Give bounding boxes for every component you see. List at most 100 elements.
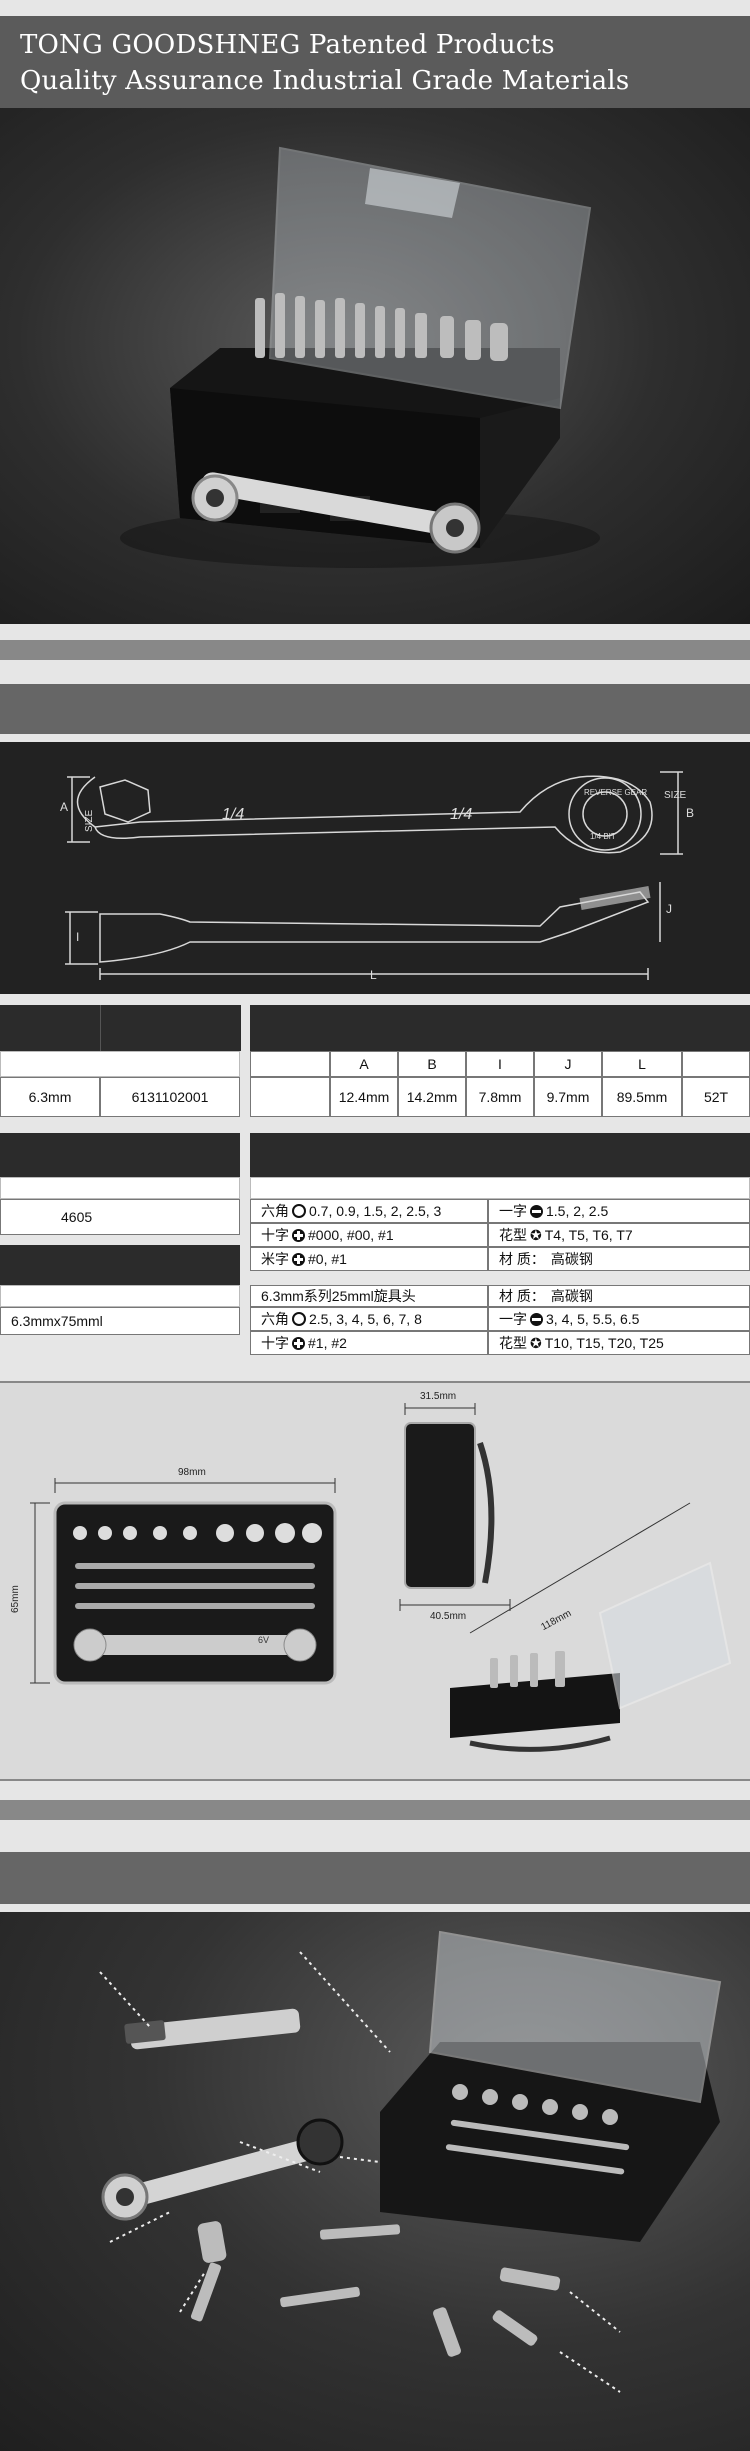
spec-header-B: B (398, 1051, 466, 1077)
spec-header-L: L (602, 1051, 682, 1077)
bit-sizes-pozidriv: #0, #1 (308, 1251, 347, 1267)
bits1-row1-right: 一字 1.5, 2, 2.5 (488, 1199, 750, 1223)
holder-header (0, 1245, 240, 1285)
bit-type-phillips: 十字 (261, 1227, 289, 1243)
bit-type-slot: 一字 (499, 1203, 527, 1219)
dimension-panel: 98mm 65mm 31.5mm 40.5mm 118mm 6V (0, 1381, 750, 1781)
quarter-label-left: 1/4 (222, 806, 245, 823)
bits1-row3-left: 米字 #0, #1 (250, 1247, 488, 1271)
bit2-type-torx: 花型 (499, 1335, 527, 1351)
bit-sizes-torx: T4, T5, T6, T7 (544, 1227, 633, 1243)
dim-width-label: 98mm (178, 1467, 206, 1478)
spec-code-cell: 6131102001 (100, 1077, 240, 1117)
bits2-header-left: 6.3mm系列25mml旋具头 (250, 1285, 488, 1307)
bits2-header-right: 材 质： 高碳钢 (488, 1285, 750, 1307)
torx-star-icon: ✪ (530, 1226, 542, 1243)
bit-number-cell: 4605 (0, 1199, 240, 1235)
bits-table1-blank-row (250, 1177, 750, 1199)
size-label-right: SIZE (664, 790, 687, 801)
bit-label: 1/4 BIT (590, 832, 616, 841)
spec-left-header-b (100, 1005, 241, 1051)
spec-teeth-cell: 52T (682, 1077, 750, 1117)
spec-size-cell: 6.3mm (0, 1077, 100, 1117)
box-mark-label: 6V (258, 1635, 270, 1645)
dim-label-A: A (60, 800, 69, 814)
bit-left-header (0, 1133, 240, 1177)
phillips-plus-icon (292, 1228, 305, 1242)
separator-strip-2 (0, 1800, 750, 1820)
bits2-row1-right: 一字 3, 4, 5, 5.5, 6.5 (488, 1307, 750, 1331)
bits1-row2-left: 十字 #000, #00, #1 (250, 1223, 488, 1247)
wrench-drawing-svg (65, 771, 683, 980)
material-label-2: 材 质： (499, 1288, 545, 1304)
material-label: 材 质： (499, 1251, 545, 1267)
wrench-technical-drawing: A SIZE 1/4 1/4 REVERSE GEAR 1/4 BIT SIZE… (0, 742, 750, 994)
spec-value-B: 14.2mm (398, 1077, 466, 1117)
components-illustration (99, 1930, 722, 2393)
hero-product-photo (0, 108, 750, 624)
bit-sizes-hex: 0.7, 0.9, 1.5, 2, 2.5, 3 (309, 1203, 442, 1219)
bit-type-torx: 花型 (499, 1227, 527, 1243)
dimension-illustration (30, 1403, 732, 1752)
dim-depth-top-label: 31.5mm (420, 1391, 457, 1402)
spec-header-empty (682, 1051, 750, 1077)
bit-sizes-slot: 1.5, 2, 2.5 (546, 1203, 609, 1219)
title-line-2: Quality Assurance Industrial Grade Mater… (20, 66, 630, 96)
section-header-band (0, 684, 750, 734)
spec-header-A: A (330, 1051, 398, 1077)
bits-table1-header (250, 1133, 750, 1177)
bit2-type-phillips: 十字 (261, 1335, 289, 1351)
bit2-type-hex: 六角 (261, 1311, 289, 1327)
bits2-row1-left: 六角 2.5, 3, 4, 5, 6, 7, 8 (250, 1307, 488, 1331)
spec-value-A: 12.4mm (330, 1077, 398, 1117)
dim-label-I: I (76, 930, 80, 944)
bits2-row2-right: 花型 ✪ T10, T15, T20, T25 (488, 1331, 750, 1355)
size-label-left: SIZE (84, 809, 95, 832)
material-value-2: 高碳钢 (550, 1288, 593, 1304)
dim-label-J: J (666, 902, 672, 916)
dim-height-label: 65mm (10, 1585, 21, 1613)
toolkit-illustration (120, 146, 600, 568)
dim-label-L: L (370, 968, 377, 982)
hex-circle-icon (292, 1204, 306, 1218)
components-photo (0, 1912, 750, 2451)
spec-right-header (250, 1005, 750, 1051)
bit2-sizes-slot: 3, 4, 5, 5.5, 6.5 (546, 1311, 640, 1327)
bits2-row2-left: 十字 #1, #2 (250, 1331, 488, 1355)
pozidriv-plus-icon (292, 1252, 305, 1266)
title-band: TONG GOODSHNEG Patented Products Quality… (0, 16, 750, 108)
bit2-sizes-phillips: #1, #2 (308, 1335, 347, 1351)
quarter-label-right: 1/4 (450, 806, 473, 823)
slot-minus-icon (530, 1204, 543, 1218)
spec-value-I: 7.8mm (466, 1077, 534, 1117)
title-line-1: TONG GOODSHNEG Patented Products (20, 30, 555, 60)
bit2-sizes-hex: 2.5, 3, 4, 5, 6, 7, 8 (309, 1311, 422, 1327)
phillips-plus-icon (292, 1336, 305, 1350)
section-header-band-2 (0, 1852, 750, 1904)
torx-star-icon: ✪ (530, 1334, 542, 1351)
spec-left-header-a (0, 1005, 100, 1051)
spec-value-empty (250, 1077, 330, 1117)
spec-value-J: 9.7mm (534, 1077, 602, 1117)
bit-sizes-phillips: #000, #00, #1 (308, 1227, 394, 1243)
bit-left-blank-row (0, 1177, 240, 1199)
bits1-row1-left: 六角 0.7, 0.9, 1.5, 2, 2.5, 3 (250, 1199, 488, 1223)
bit2-type-slot: 一字 (499, 1311, 527, 1327)
holder-blank-row (0, 1285, 240, 1307)
slot-minus-icon (530, 1312, 543, 1326)
hex-circle-icon (292, 1312, 306, 1326)
separator-strip-1 (0, 640, 750, 660)
bits1-row2-right: 花型 ✪ T4, T5, T6, T7 (488, 1223, 750, 1247)
spec-value-L: 89.5mm (602, 1077, 682, 1117)
material-value: 高碳钢 (550, 1251, 593, 1267)
reverse-gear-label: REVERSE GEAR (584, 788, 648, 797)
spec-header-J: J (534, 1051, 602, 1077)
holder-size-cell: 6.3mmx75mml (0, 1307, 240, 1335)
bit-type-hex: 六角 (261, 1203, 289, 1219)
bits1-row3-right: 材 质： 高碳钢 (488, 1247, 750, 1271)
spec-right-corner (250, 1051, 330, 1077)
spec-left-blank-row (0, 1051, 240, 1077)
dim-label-B: B (686, 806, 695, 820)
bit-type-pozidriv: 米字 (261, 1251, 289, 1267)
bit2-sizes-torx: T10, T15, T20, T25 (544, 1335, 664, 1351)
